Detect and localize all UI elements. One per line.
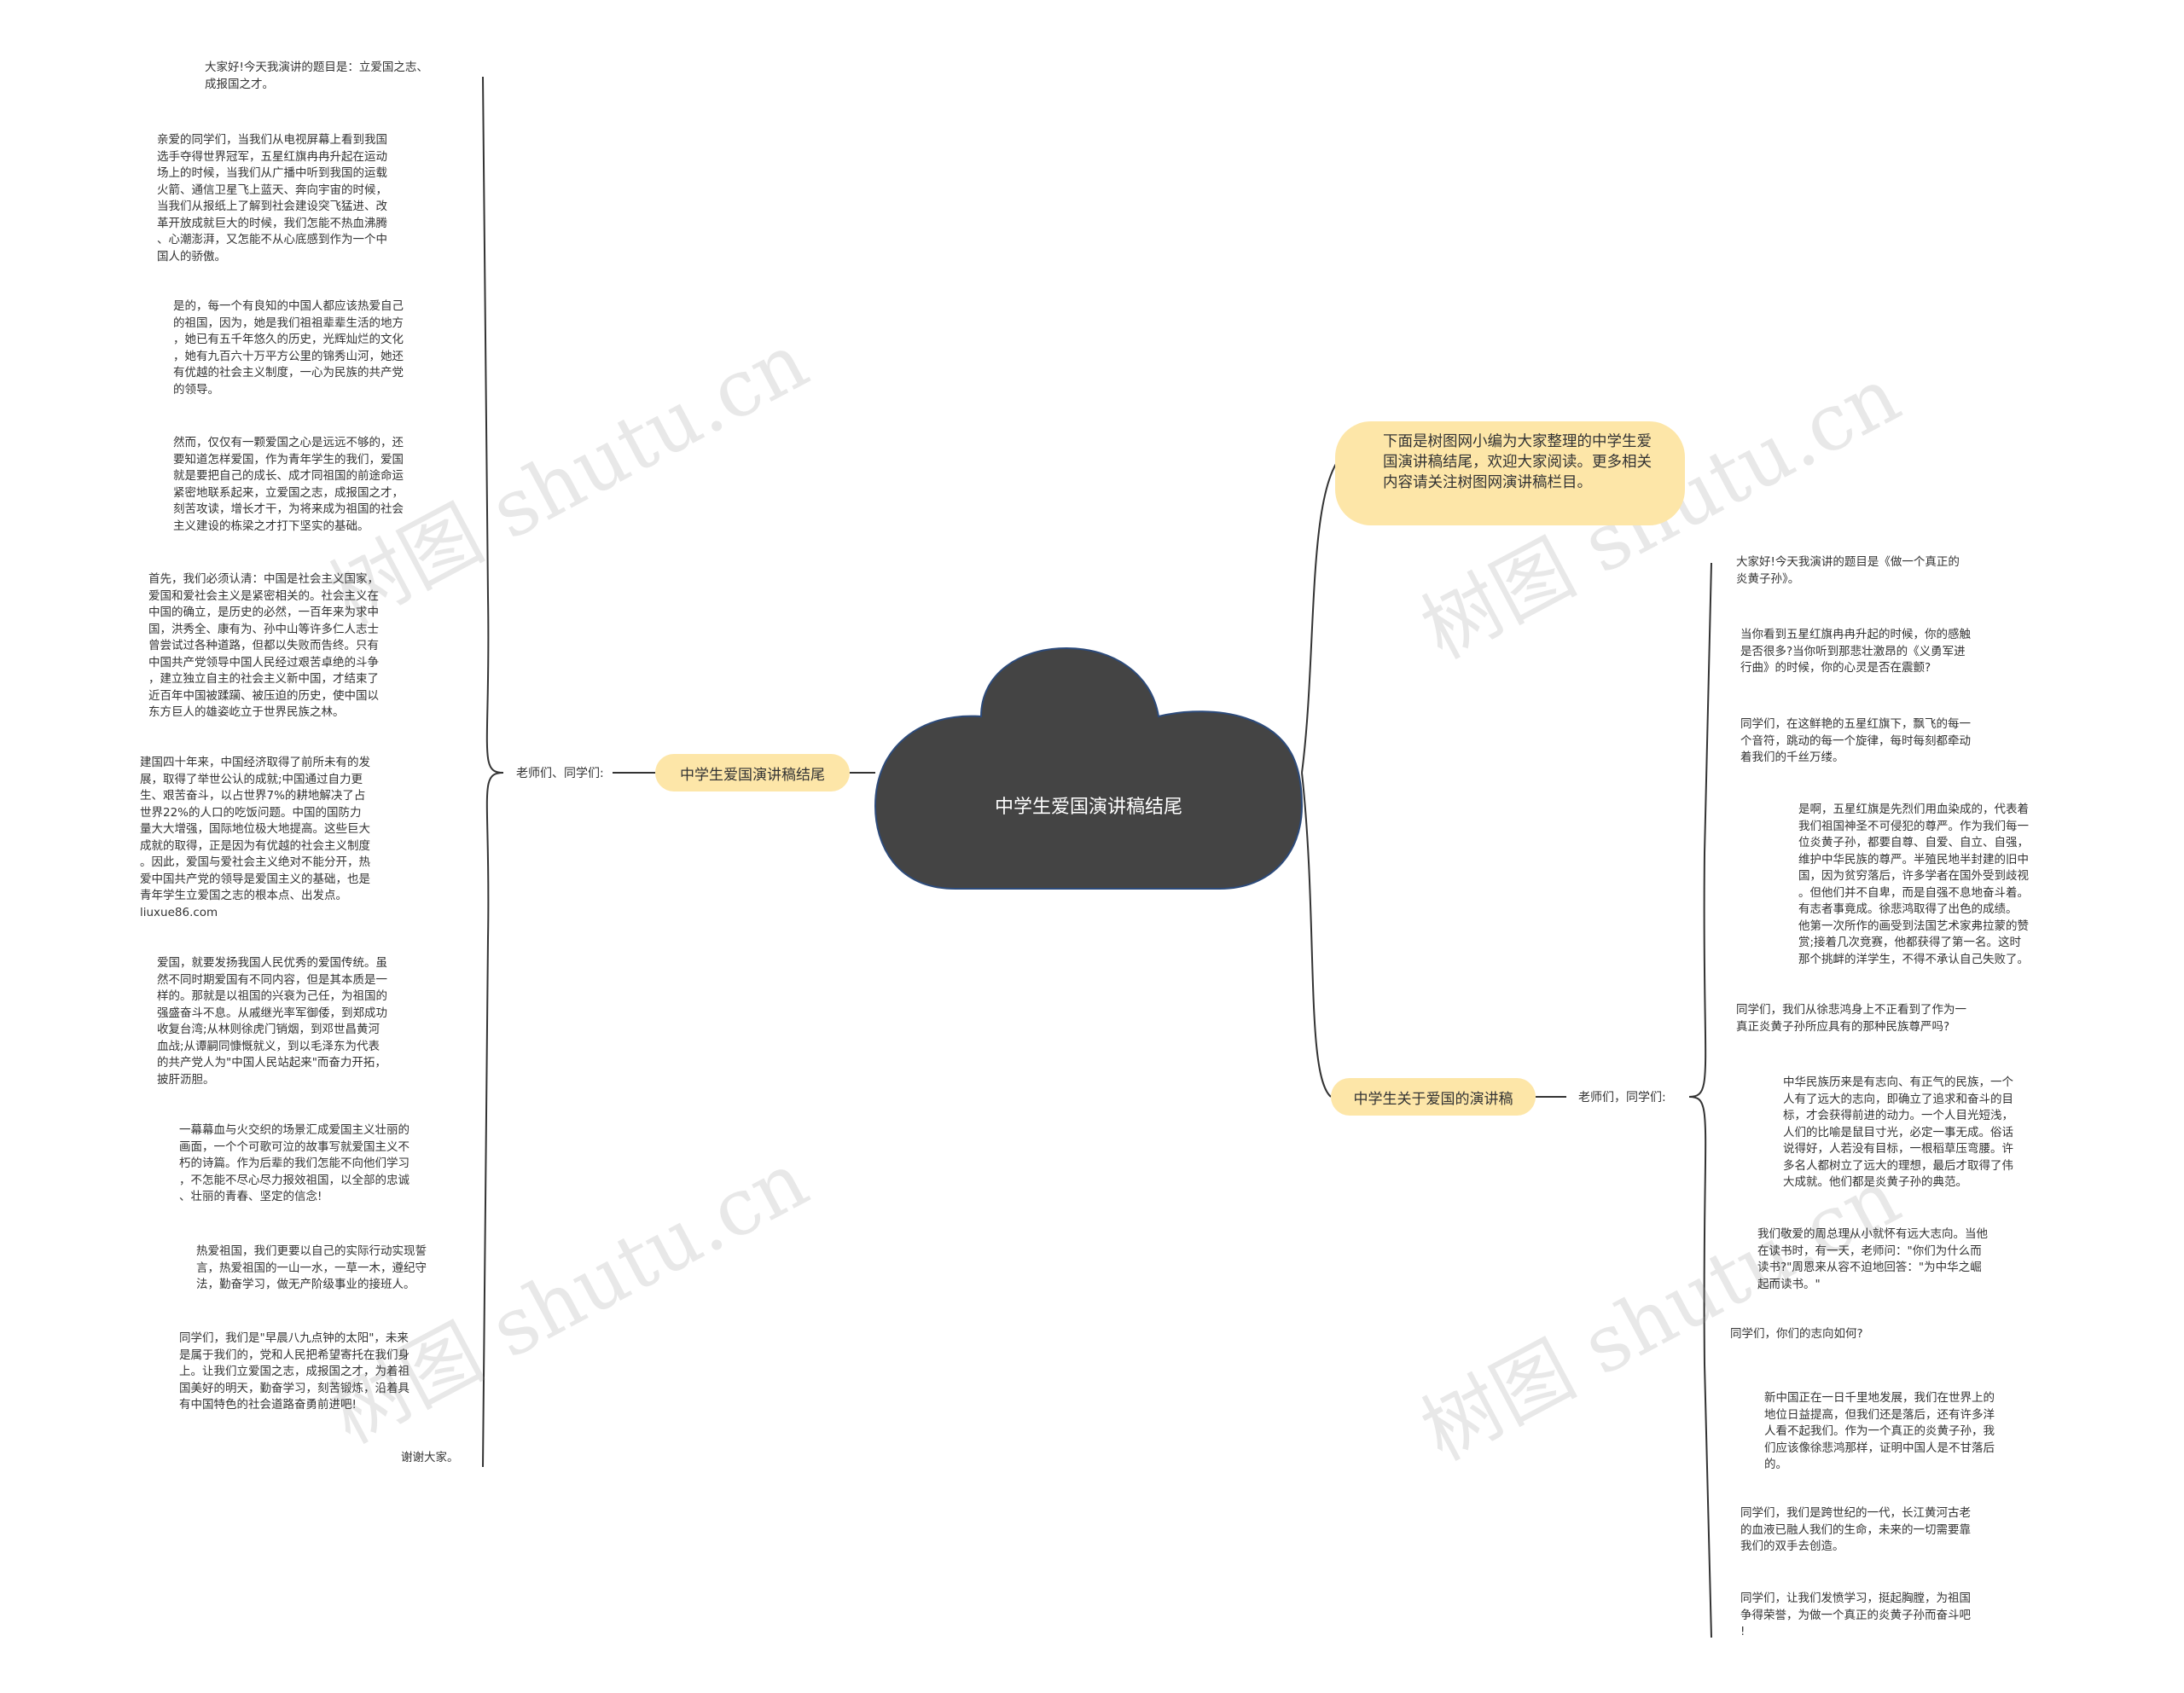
left-leaf-6[interactable]: 建国四十年来，中国经济取得了前所未有的发 展，取得了举世公认的成就;中国通过自力… (140, 756, 370, 919)
left-branch-node[interactable]: 中学生爱国演讲稿结尾 (655, 754, 850, 791)
left-leaf-9[interactable]: 热爱祖国，我们更要以自己的实际行动实现誓 言，热爱祖国的一山一水，一草一木，遵纪… (196, 1244, 427, 1291)
right-leaf-7[interactable]: 我们敬爱的周总理从小就怀有远大志向。当他 在读书时，有一天，老师问："你们为什么… (1757, 1227, 1988, 1291)
right-leaf-1[interactable]: 大家好!今天我演讲的题目是《做一个真正的 炎黄子孙》。 (1736, 555, 1960, 586)
right-leaf-6[interactable]: 中华民族历来是有志向、有正气的民族，一个 人有了远大的志向，即确立了追求和奋斗的… (1783, 1076, 2013, 1189)
center-node-title[interactable]: 中学生爱国演讲稿结尾 (994, 797, 1182, 818)
right-branch-node[interactable]: 中学生关于爱国的演讲稿 (1331, 1078, 1536, 1116)
right-leaf-9[interactable]: 新中国正在一日千里地发展，我们在世界上的 地位日益提高，但我们还是落后，还有许多… (1764, 1391, 1995, 1471)
left-leaf-3[interactable]: 是的，每一个有良知的中国人都应该热爱自己 的祖国，因为，她是我们祖祖辈辈生活的地… (173, 299, 404, 397)
right-leaf-2[interactable]: 当你看到五星红旗冉冉升起的时候，你的感触 是否很多?当你听到那悲壮激昂的《义勇军… (1740, 628, 1971, 675)
right-branch-sub-label[interactable]: 老师们，同学们: (1578, 1091, 1666, 1105)
left-leaf-5[interactable]: 首先，我们必须认清：中国是社会主义国家， 爱国和爱社会主义是紧密相关的。社会主义… (148, 572, 379, 719)
center-cloud-shape (874, 646, 1304, 890)
right-leaf-4[interactable]: 是啊，五星红旗是先烈们用血染成的，代表着 我们祖国神圣不可侵犯的尊严。作为我们每… (1798, 803, 2029, 966)
left-branch-sub-label[interactable]: 老师们、同学们: (516, 767, 604, 780)
right-leaf-10[interactable]: 同学们，我们是跨世纪的一代，长江黄河古老 的血液已融人我们的生命，未来的一切需要… (1740, 1506, 1971, 1553)
left-leaf-7[interactable]: 爱国，就要发扬我国人民优秀的爱国传统。虽 然不同时期爱国有不同内容，但是其本质是… (157, 956, 387, 1087)
connector-center-right-top (1301, 449, 1349, 774)
connector-center-right-bottom (1301, 772, 1332, 1098)
left-leaf-11[interactable]: 谢谢大家。 (401, 1451, 459, 1464)
left-leaf-10[interactable]: 同学们，我们是"早晨八九点钟的太阳"，未来 是属于我们的，党和人民把希望寄托在我… (179, 1331, 410, 1412)
left-leaf-4[interactable]: 然而，仅仅有一颗爱国之心是远远不够的，还 要知道怎样爱国，作为青年学生的我们，爱… (173, 436, 404, 533)
right-leaf-5[interactable]: 同学们，我们从徐悲鸿身上不正看到了作为一 真正炎黄子孙所应具有的那种民族尊严吗? (1736, 1003, 1966, 1034)
intro-node[interactable]: 下面是树图网小编为大家整理的中学生爱国演讲稿结尾，欢迎大家阅读。更多相关内容请关… (1335, 421, 1685, 525)
right-leaf-11[interactable]: 同学们，让我们发愤学习，挺起胸膛，为祖国 争得荣誉，为做一个真正的炎黄子孙而奋斗… (1740, 1592, 1971, 1638)
left-leaf-2[interactable]: 亲爱的同学们，当我们从电视屏幕上看到我国 选手夺得世界冠军，五星红旗冉冉升起在运… (157, 133, 387, 264)
left-leaf-8[interactable]: 一幕幕血与火交织的场景汇成爱国主义壮丽的 画面，一个个可歌可泣的故事写就爱国主义… (179, 1123, 410, 1203)
left-bracket (482, 76, 504, 1468)
right-leaf-3[interactable]: 同学们，在这鲜艳的五星红旗下，飘飞的每一 个音符，跳动的每一个旋律，每时每刻都牵… (1740, 717, 1971, 764)
right-leaf-8[interactable]: 同学们，你们的志向如何? (1730, 1327, 1863, 1341)
right-bracket (1688, 562, 1712, 1638)
left-leaf-1[interactable]: 大家好!今天我演讲的题目是：立爱国之志、 成报国之才。 (205, 61, 428, 91)
